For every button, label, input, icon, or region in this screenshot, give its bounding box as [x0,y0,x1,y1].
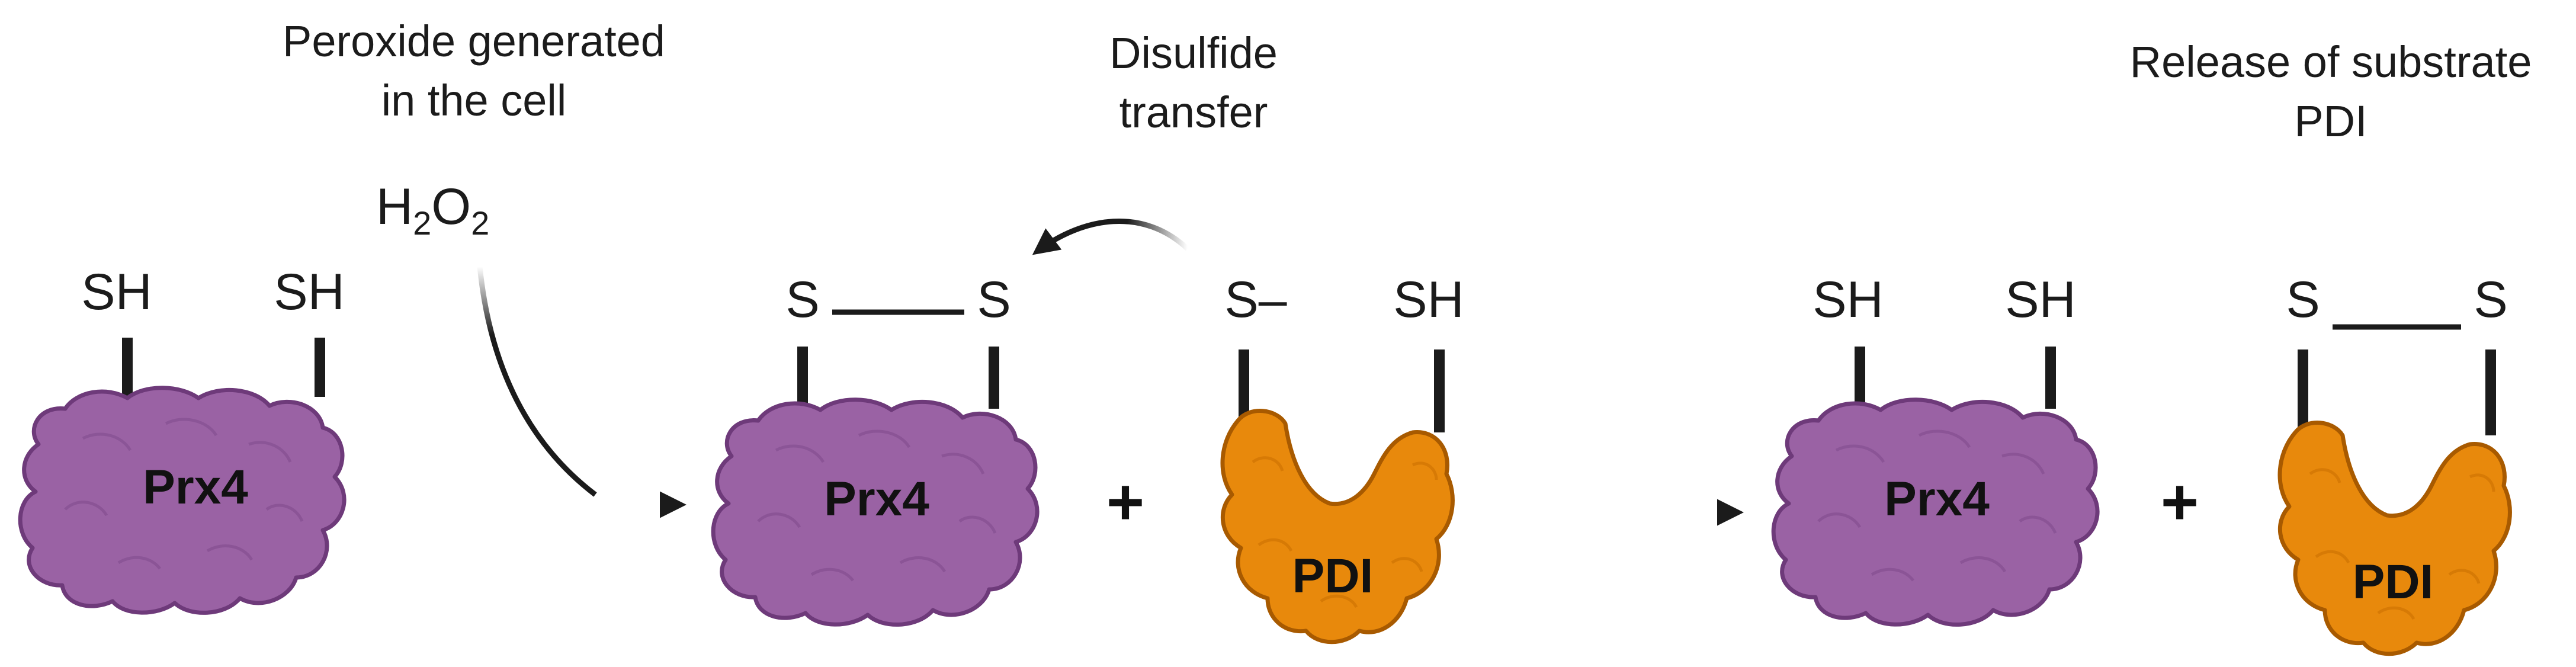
peroxide-caption-line2: in the cell [381,76,567,125]
stage3-pdi: S S PDI [2280,271,2510,654]
release-caption-line2: PDI [2294,97,2367,146]
stage1-prx4-label: Prx4 [143,460,248,514]
stage3-prx4-right-sh-label: SH [2005,271,2075,328]
stage2-prx4-label: Prx4 [824,472,929,526]
disulfide-transfer-arrow [1032,219,1190,255]
stage3-pdi-left-s-label: S [2286,271,2320,328]
h2o2-label: H2O2 [376,178,489,242]
disulfide-caption-line1: Disulfide [1109,28,1278,78]
stage1-left-sh-label: SH [81,264,152,320]
stage3-pdi-label: PDI [2353,555,2434,609]
peroxide-entry-curve [477,266,597,497]
stage1-prx4: SH SH Prx4 [20,264,345,613]
stage3-prx4: SH SH Prx4 [1773,271,2097,624]
stage2-pdi-thiolate-label: S– [1224,271,1287,328]
stage2-prx4-left-s-label: S [785,271,819,328]
stage1-right-sh-label: SH [274,264,344,320]
plus-sign-1: + [1106,466,1144,538]
disulfide-caption-line2: transfer [1119,88,1268,137]
stage3-prx4-label: Prx4 [1884,472,1990,526]
stage3-pdi-right-s-label: S [2474,271,2507,328]
stage2-pdi-sh-label: SH [1393,271,1464,328]
stage2-pdi-label: PDI [1292,549,1374,603]
stage2-prx4-right-s-label: S [977,271,1010,328]
stage2-pdi: S– SH PDI [1223,271,1464,642]
stage3-prx4-left-sh-label: SH [1812,271,1883,328]
release-caption-line1: Release of substrate [2130,37,2532,86]
stage2-prx4: S S Prx4 [713,271,1037,624]
peroxide-caption-line1: Peroxide generated [283,17,665,66]
plus-sign-2: + [2161,466,2199,538]
